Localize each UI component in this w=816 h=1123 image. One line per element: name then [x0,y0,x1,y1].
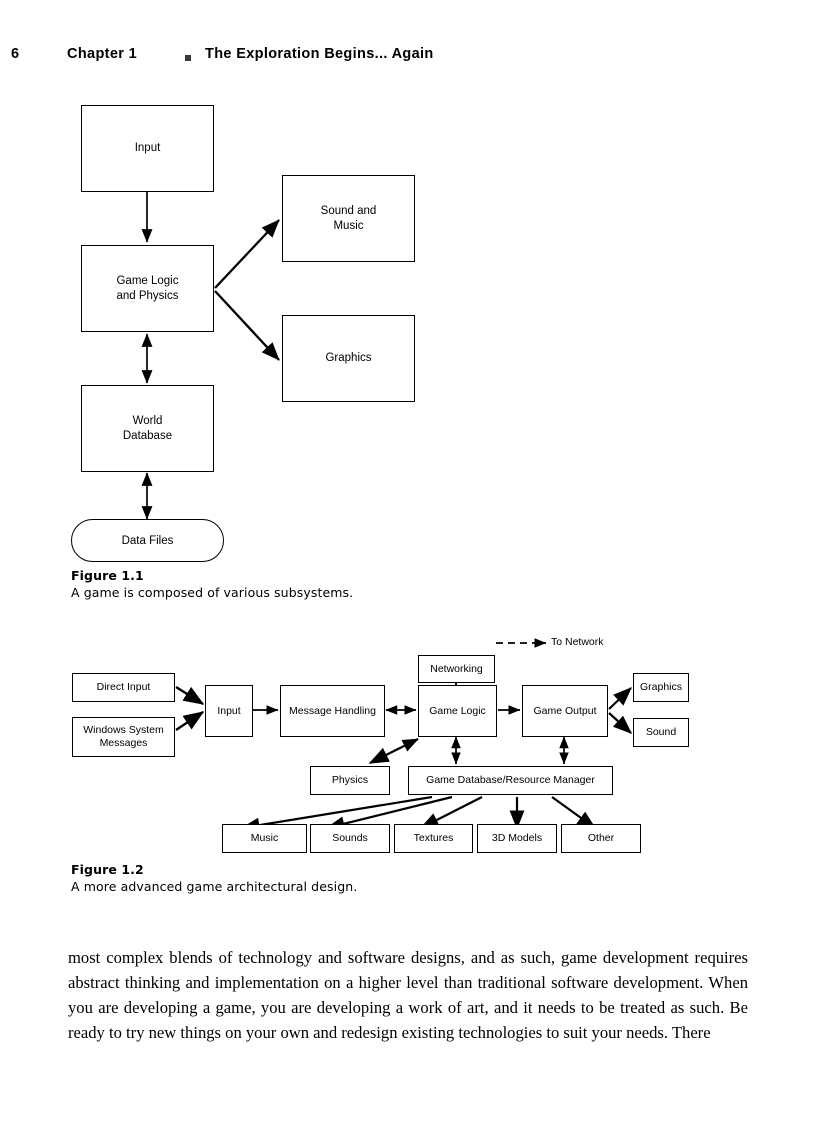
node-label: Sounds [332,832,368,845]
node-music[interactable]: Music [222,824,307,853]
node-label: Game Logic and Physics [116,275,179,302]
figure-1-connectors [141,192,280,520]
node-label: Windows System Messages [83,724,164,749]
node-networking[interactable]: Networking [418,655,495,683]
node-world-database[interactable]: World Database [81,385,214,472]
figure-2-caption-title: Figure 1.2 [71,862,144,877]
node-label: Game Output [533,704,597,717]
figure-2-caption: Figure 1.2 A more advanced game architec… [71,862,357,894]
node-sound[interactable]: Sound [633,718,689,747]
node-label: Physics [331,774,369,787]
body-paragraph: most complex blends of technology and so… [68,947,748,1043]
node-label: Data Files [121,534,174,547]
square-bullet-icon [185,55,191,61]
node-message-handling[interactable]: Message Handling [280,685,385,737]
running-head: 6 Chapter 1 The Exploration Begins... Ag… [0,46,816,72]
node-label: Networking [430,662,483,675]
figure-2-diagram: To Network --> Direct Input Windows Syst… [0,625,816,860]
node-label: Game Logic [429,704,486,717]
node-game-logic[interactable]: Game Logic [418,685,497,737]
node-label: Graphics [639,681,682,694]
node-input[interactable]: Input [81,105,214,192]
node-label: 3D Models [491,832,543,845]
chapter-title: The Exploration Begins... Again [205,46,434,62]
figure-1-caption-title: Figure 1.1 [71,568,144,583]
node-input[interactable]: Input [205,685,253,737]
node-graphics[interactable]: Graphics [282,315,415,402]
node-label: Sound [645,726,677,739]
node-sounds[interactable]: Sounds [310,824,390,853]
node-label: Other [587,832,615,845]
figure-1-caption: Figure 1.1 A game is composed of various… [71,568,353,600]
node-textures[interactable]: Textures [394,824,473,853]
figure-1-diagram: Input Game Logic and Physics World Datab… [0,95,816,575]
node-label: World Database [122,415,173,442]
node-direct-input[interactable]: Direct Input [72,673,175,702]
node-data-files[interactable]: Data Files [71,519,224,562]
node-game-output[interactable]: Game Output [522,685,608,737]
figure-1-caption-text: A game is composed of various subsystems… [71,585,354,600]
label-to-network: To Network [551,636,604,648]
node-game-database-resource-manager[interactable]: Game Database/Resource Manager [408,766,613,795]
node-label: Graphics [325,352,372,365]
node-sound-and-music[interactable]: Sound and Music [282,175,415,262]
node-label: Music [250,832,279,845]
figure-2-caption-text: A more advanced game architectural desig… [71,879,358,894]
page-number: 6 [11,46,20,62]
figure-2-connectors: To Network --> [175,638,632,833]
node-label: Input [217,704,241,717]
node-graphics[interactable]: Graphics [633,673,689,702]
chapter-label: Chapter 1 [67,46,138,62]
node-label: Sound and Music [320,205,377,232]
node-label: Textures [413,832,454,845]
node-game-logic-and-physics[interactable]: Game Logic and Physics [81,245,214,332]
node-windows-system-messages[interactable]: Windows System Messages [72,717,175,757]
node-physics[interactable]: Physics [310,766,390,795]
node-label: Message Handling [289,704,376,717]
node-label: Game Database/Resource Manager [426,774,595,787]
node-label: Input [134,142,161,155]
node-other[interactable]: Other [561,824,641,853]
node-label: Direct Input [96,681,151,694]
node-3d-models[interactable]: 3D Models [477,824,557,853]
